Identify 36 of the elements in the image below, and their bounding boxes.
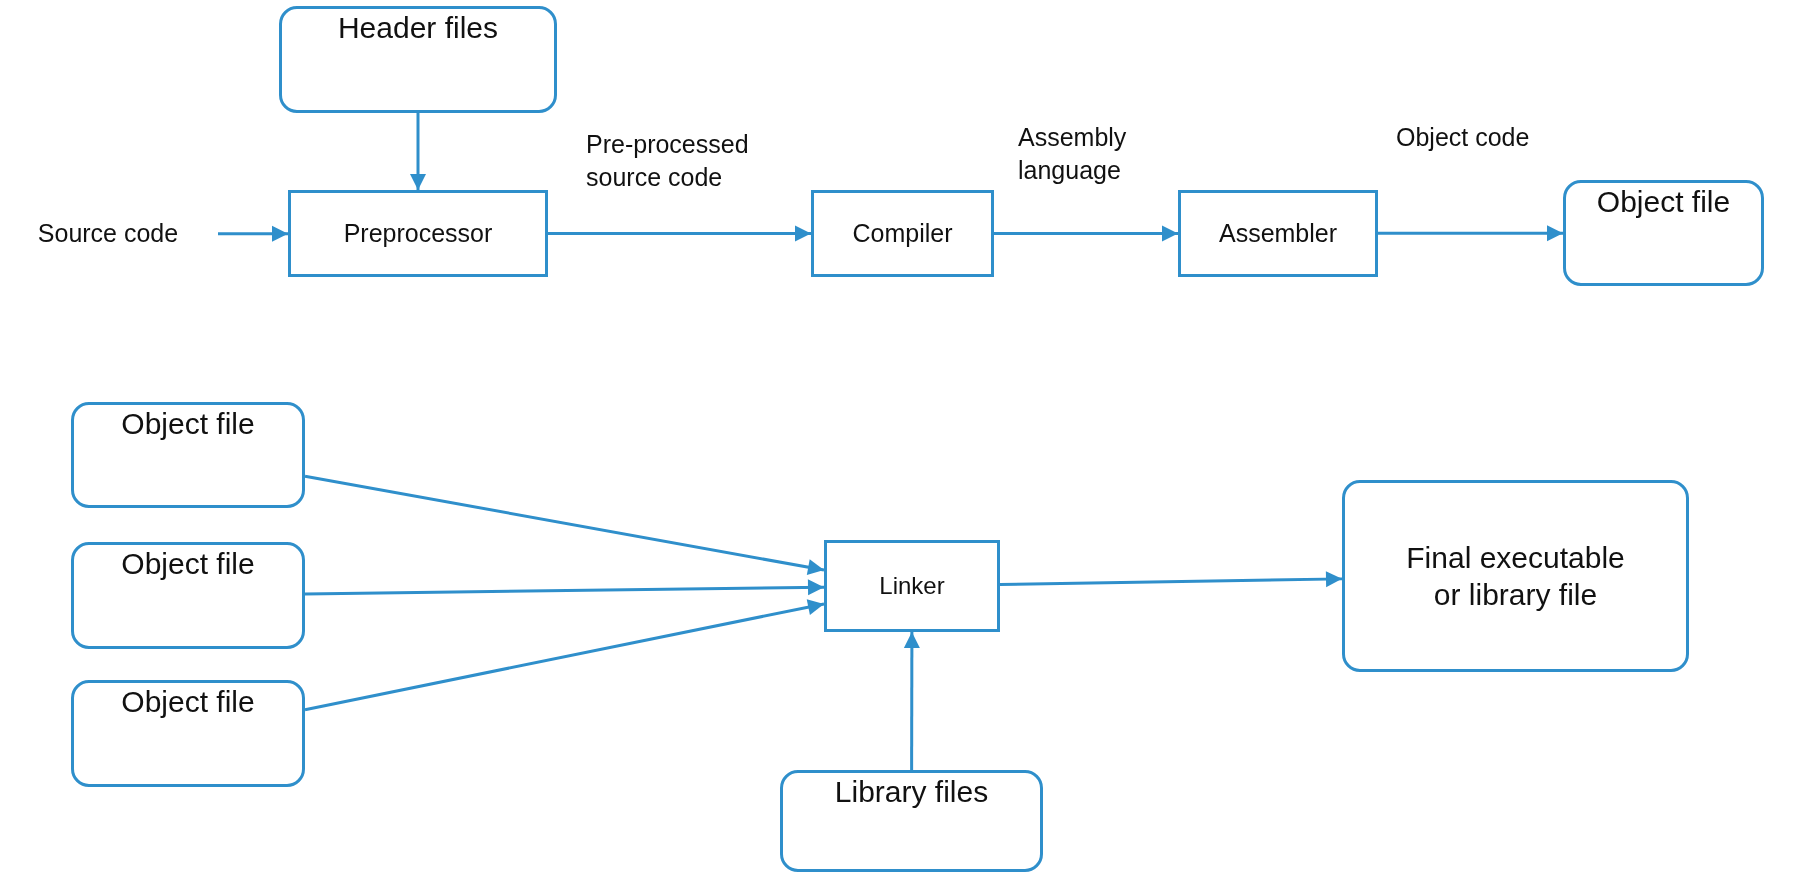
process-box xyxy=(811,190,994,277)
box-label: Object file xyxy=(121,406,255,442)
arrow xyxy=(999,571,1343,588)
file-box xyxy=(780,770,1043,872)
arrow xyxy=(903,632,920,770)
input-label: Source code xyxy=(37,218,179,250)
box-label: Object file xyxy=(121,546,255,582)
file-box xyxy=(71,680,305,787)
edge-label: Object code xyxy=(1396,122,1531,153)
edge-label: Pre-processed source code xyxy=(586,129,750,193)
arrow xyxy=(304,474,825,576)
process-box xyxy=(824,540,1000,632)
box-label: Preprocessor xyxy=(343,217,493,249)
process-box xyxy=(288,190,548,277)
edge-label: Assembly language xyxy=(1018,122,1128,186)
box-label: Assembler xyxy=(1218,217,1338,249)
arrow xyxy=(1378,225,1563,242)
arrow xyxy=(410,113,426,190)
arrow xyxy=(218,225,288,242)
arrow xyxy=(548,225,811,242)
file-box xyxy=(1342,480,1689,672)
box-label: Library files xyxy=(834,774,989,810)
process-box xyxy=(1178,190,1378,277)
box-label: Final executable or library file xyxy=(1405,539,1626,613)
arrow xyxy=(994,225,1178,242)
box-label: Linker xyxy=(879,571,945,601)
box-label: Header files xyxy=(337,10,499,46)
file-box xyxy=(71,542,305,649)
file-box xyxy=(279,6,557,113)
arrow xyxy=(304,599,825,712)
file-box xyxy=(1563,180,1764,286)
file-box xyxy=(71,402,305,508)
box-label: Compiler xyxy=(852,217,953,249)
arrow xyxy=(305,579,825,596)
box-label: Object file xyxy=(121,684,255,720)
box-label: Object file xyxy=(1596,184,1731,220)
